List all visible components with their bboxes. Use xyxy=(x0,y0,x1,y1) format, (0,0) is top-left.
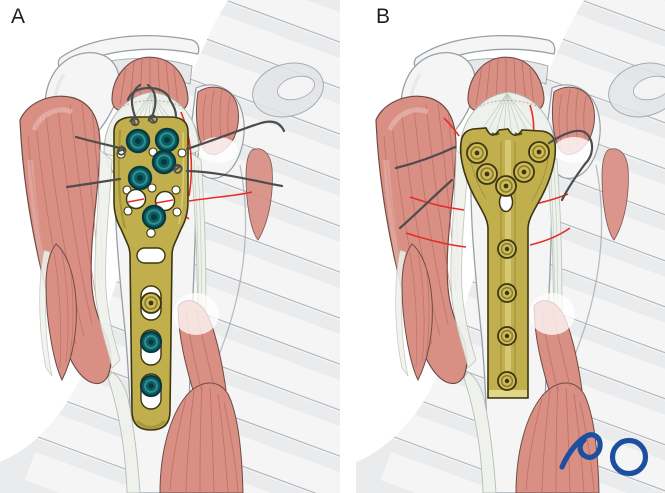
locking-plate-a xyxy=(113,116,189,431)
panel-b xyxy=(356,0,665,493)
blade-plate-b xyxy=(459,127,557,399)
sutures-b xyxy=(394,129,594,230)
panel-a xyxy=(0,0,345,493)
ao-foundation-logo xyxy=(559,432,649,477)
panel-b-label: B xyxy=(376,5,391,28)
ao-letter-o xyxy=(609,437,649,477)
sutures-a xyxy=(65,83,286,189)
plate-empty-holes xyxy=(125,188,176,212)
ao-letter-a xyxy=(559,432,603,470)
panel-a-label: A xyxy=(11,5,26,28)
fracture-lines-b xyxy=(405,104,571,248)
